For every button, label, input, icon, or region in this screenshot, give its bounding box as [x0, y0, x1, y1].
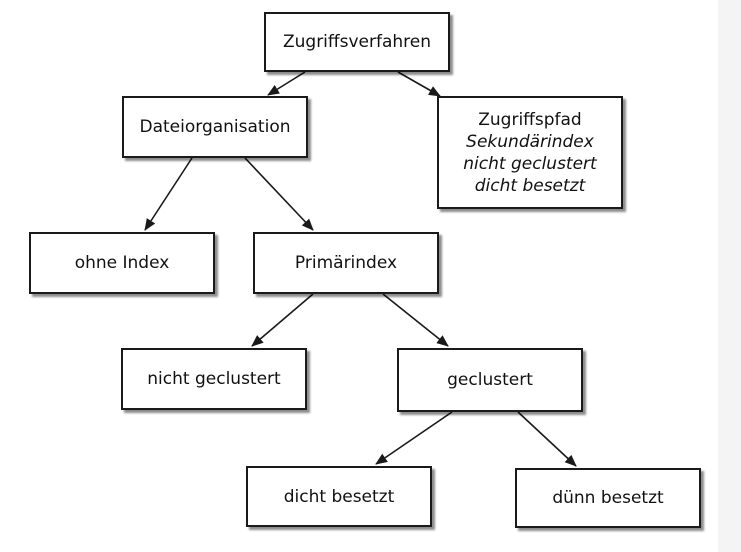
- node-zugriffspfad-line3: dicht besetzt: [474, 175, 586, 196]
- edge-primaerindex-nicht-geclustert: [251, 293, 314, 347]
- node-dateiorganisation: Dateiorganisation: [122, 96, 308, 158]
- node-zugriffspfad: Zugriffspfad Sekundärindex nicht geclust…: [437, 96, 623, 209]
- node-nicht-geclustert: nicht geclustert: [121, 348, 307, 410]
- node-primaerindex-label: Primärindex: [294, 253, 398, 273]
- node-dateiorganisation-label: Dateiorganisation: [139, 117, 291, 137]
- right-margin-strip: [718, 0, 741, 552]
- node-geclustert: geclustert: [397, 348, 583, 412]
- node-zugriffspfad-line1: Sekundärindex: [466, 131, 594, 152]
- node-zugriffspfad-title: Zugriffspfad: [478, 109, 582, 130]
- edge-dateiorganisation-ohne-index: [144, 157, 193, 231]
- node-zugriffsverfahren-label: Zugriffsverfahren: [282, 32, 432, 52]
- edge-zugriffsverfahren-dateiorganisation: [267, 71, 306, 96]
- edge-geclustert-duenn-besetzt: [517, 411, 577, 467]
- node-zugriffsverfahren: Zugriffsverfahren: [264, 12, 450, 72]
- edge-zugriffsverfahren-zugriffspfad: [397, 71, 441, 97]
- node-zugriffspfad-line2: nicht geclustert: [463, 153, 597, 174]
- node-dicht-besetzt: dicht besetzt: [246, 466, 432, 527]
- node-ohne-index-label: ohne Index: [74, 253, 170, 273]
- node-ohne-index: ohne Index: [29, 232, 215, 294]
- node-dicht-besetzt-label: dicht besetzt: [283, 486, 395, 507]
- node-duenn-besetzt-label: dünn besetzt: [552, 488, 664, 508]
- node-nicht-geclustert-label: nicht geclustert: [147, 369, 281, 389]
- node-duenn-besetzt: dünn besetzt: [515, 468, 701, 528]
- edge-primaerindex-geclustert: [382, 293, 449, 347]
- edge-geclustert-dicht-besetzt: [375, 411, 453, 465]
- node-primaerindex: Primärindex: [253, 232, 439, 294]
- edge-dateiorganisation-primaerindex: [244, 157, 314, 231]
- node-geclustert-label: geclustert: [447, 370, 533, 390]
